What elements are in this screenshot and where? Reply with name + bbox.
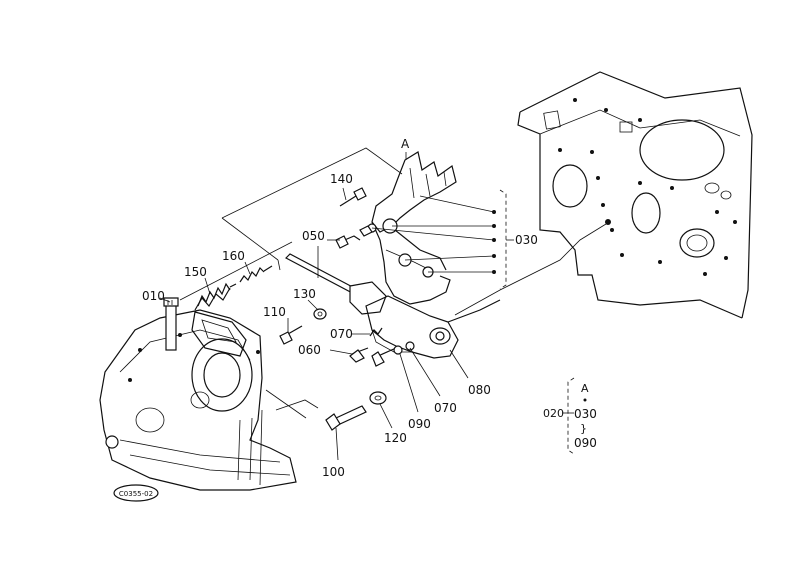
legend-range-symbol: } xyxy=(580,422,587,435)
view-marker-a: A xyxy=(401,137,410,151)
callout-060: 060 xyxy=(298,343,321,357)
legend-to: 090 xyxy=(574,436,597,450)
legend-prefix: 020 xyxy=(543,407,564,420)
callout-160: 160 xyxy=(222,249,245,263)
callout-080: 080 xyxy=(468,383,491,397)
screw-140 xyxy=(339,187,367,207)
drawing-code-badge: C0355-02 xyxy=(113,484,159,502)
callout-010: 010 xyxy=(142,289,165,303)
engine-shaft-leader xyxy=(454,223,607,316)
lever-assembly-030 xyxy=(335,151,457,305)
gear-case-housing xyxy=(99,309,319,491)
engine-block xyxy=(517,71,753,319)
shaft-050 xyxy=(285,253,387,315)
legend-from: 030 xyxy=(574,407,597,421)
callout-150: 150 xyxy=(184,265,207,279)
callout-130: 130 xyxy=(293,287,316,301)
housing-pipe xyxy=(275,399,319,411)
drawing-code: C0355-02 xyxy=(119,490,153,498)
callout-070-lower: 070 xyxy=(434,401,457,415)
spring-160 xyxy=(239,265,273,283)
callout-050: 050 xyxy=(302,229,325,243)
washer-130 xyxy=(313,308,327,320)
screw-060 xyxy=(349,347,369,363)
washer-120 xyxy=(369,391,387,405)
callout-030: 030 xyxy=(515,233,538,247)
stud-010 xyxy=(163,297,179,351)
callout-070-upper: 070 xyxy=(330,327,353,341)
bracket-080 xyxy=(365,295,501,359)
bolt-070-lower xyxy=(371,347,397,367)
assembly-legend: A 020 030 } 090 xyxy=(543,377,597,455)
spring-070-upper xyxy=(369,327,383,337)
callout-090: 090 xyxy=(408,417,431,431)
callout-110: 110 xyxy=(263,305,286,319)
leader-lines xyxy=(159,152,514,461)
callout-120: 120 xyxy=(384,431,407,445)
assembly-envelope xyxy=(179,147,507,419)
legend-marker: A xyxy=(581,382,589,395)
bolt-100 xyxy=(325,405,367,431)
callout-140: 140 xyxy=(330,172,353,186)
bolt-110 xyxy=(279,325,303,345)
spring-150 xyxy=(194,282,237,311)
nut-090 xyxy=(393,341,415,355)
callout-100: 100 xyxy=(322,465,345,479)
